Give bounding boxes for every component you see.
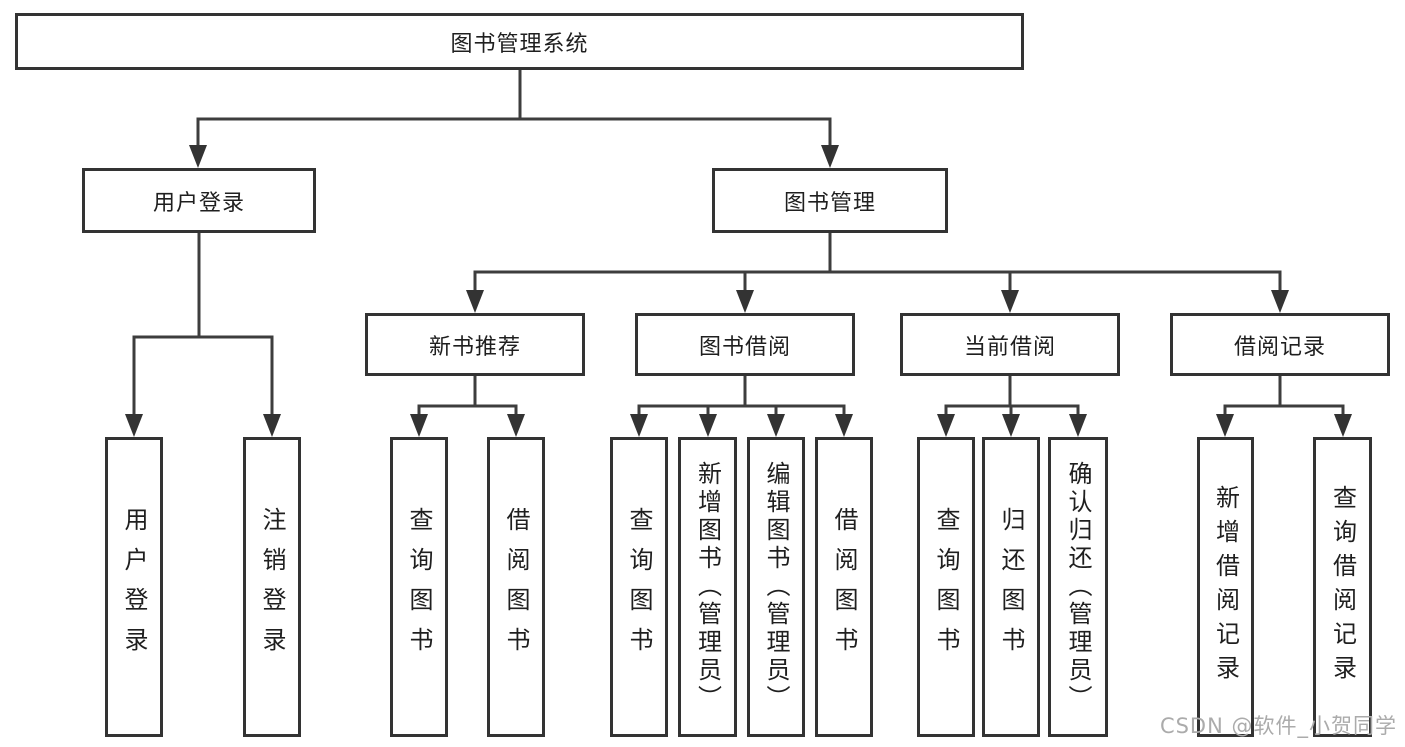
leaf-label: 注销登录 [258, 507, 286, 667]
connector-book-mgmt-to-level3 [466, 233, 1289, 313]
leaf-label: 查询借阅记录 [1328, 485, 1357, 689]
arrowhead-icon [835, 414, 853, 437]
leaf-cb-query-books: 查询图书 [917, 437, 975, 737]
leaf-label: 查询图书 [932, 507, 960, 667]
leaf-label: 查询图书 [625, 507, 653, 667]
leaf-logout: 注销登录 [243, 437, 301, 737]
node-borrow-records: 借阅记录 [1170, 313, 1390, 376]
leaf-cb-return-books: 归还图书 [982, 437, 1040, 737]
leaf-rec-query-books: 查询图书 [390, 437, 448, 737]
leaf-bb-borrow-books: 借阅图书 [815, 437, 873, 737]
leaf-hist-query-record: 查询借阅记录 [1313, 437, 1372, 737]
connector-book-borrow-to-leaves [630, 376, 853, 437]
arrowhead-icon [1002, 414, 1020, 437]
leaf-bb-query-books: 查询图书 [610, 437, 668, 737]
leaf-label: 编辑图书（管理员） [762, 461, 790, 713]
arrowhead-icon [125, 414, 143, 437]
arrowhead-icon [699, 414, 717, 437]
node-label: 图书管理 [783, 190, 876, 216]
connector-root-to-level2 [189, 70, 839, 168]
leaf-bb-edit-books-admin: 编辑图书（管理员） [747, 437, 805, 737]
leaf-label: 借阅图书 [502, 507, 530, 667]
node-new-book-rec: 新书推荐 [365, 313, 585, 376]
connector-borrow-records-to-leaves [1216, 376, 1352, 437]
node-label: 图书管理系统 [450, 31, 589, 57]
leaf-user-login: 用户登录 [105, 437, 163, 737]
leaf-label: 查询图书 [405, 507, 433, 667]
arrowhead-icon [263, 414, 281, 437]
leaf-label: 用户登录 [120, 507, 148, 667]
arrowhead-icon [1001, 290, 1019, 313]
arrowhead-icon [736, 290, 754, 313]
connector-user-login-to-leaves [125, 233, 281, 437]
csdn-watermark: CSDN @软件_小贺同学 [1159, 714, 1397, 738]
node-label: 用户登录 [152, 190, 245, 216]
arrowhead-icon [630, 414, 648, 437]
leaf-rec-borrow-books: 借阅图书 [487, 437, 545, 737]
node-label: 新书推荐 [428, 334, 521, 360]
arrowhead-icon [937, 414, 955, 437]
connector-current-borrow-to-leaves [937, 376, 1087, 437]
node-label: 当前借阅 [963, 334, 1056, 360]
arrowhead-icon [466, 290, 484, 313]
node-user-login: 用户登录 [82, 168, 316, 233]
leaf-label: 借阅图书 [830, 507, 858, 667]
arrowhead-icon [1069, 414, 1087, 437]
node-label: 图书借阅 [698, 334, 791, 360]
arrowhead-icon [189, 145, 207, 168]
arrowhead-icon [767, 414, 785, 437]
leaf-label: 新增图书（管理员） [693, 461, 722, 713]
arrowhead-icon [1216, 414, 1234, 437]
arrowhead-icon [1271, 290, 1289, 313]
leaf-label: 新增借阅记录 [1211, 485, 1240, 689]
node-book-borrow: 图书借阅 [635, 313, 855, 376]
leaf-label: 归还图书 [997, 507, 1025, 667]
leaf-label: 确认归还（管理员） [1064, 461, 1092, 713]
arrowhead-icon [507, 414, 525, 437]
node-current-borrow: 当前借阅 [900, 313, 1120, 376]
arrowhead-icon [821, 145, 839, 168]
leaf-cb-confirm-return-admin: 确认归还（管理员） [1048, 437, 1108, 737]
arrowhead-icon [410, 414, 428, 437]
leaf-hist-add-record: 新增借阅记录 [1197, 437, 1254, 737]
node-label: 借阅记录 [1233, 334, 1326, 360]
node-book-mgmt: 图书管理 [712, 168, 948, 233]
connector-new-book-rec-to-leaves [410, 376, 525, 437]
arrowhead-icon [1334, 414, 1352, 437]
leaf-bb-add-books-admin: 新增图书（管理员） [678, 437, 737, 737]
node-root-system: 图书管理系统 [15, 13, 1024, 70]
